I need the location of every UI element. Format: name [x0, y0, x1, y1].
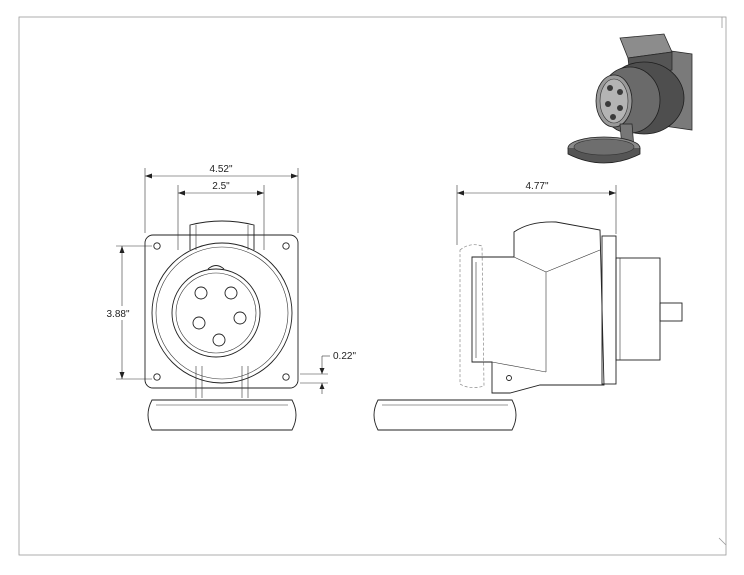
- side-view: [373, 221, 683, 431]
- dim-front-opening-label: 2.5": [212, 181, 230, 192]
- front-lid-strap: [195, 366, 249, 398]
- side-housing: [471, 221, 605, 394]
- pin-3: [192, 316, 206, 330]
- side-hinge-pin: [506, 375, 512, 381]
- side-flange: [601, 235, 617, 385]
- side-rear-stub: [659, 302, 683, 322]
- mount-hole-tr: [282, 242, 290, 250]
- front-mounting-plate: [144, 234, 299, 389]
- corner-marks: [718, 17, 727, 546]
- socket-key-notch: [207, 265, 225, 270]
- dim-front-width-label: 4.52": [209, 164, 232, 175]
- pin-2: [224, 286, 238, 300]
- socket-face: [171, 268, 261, 358]
- pin-1: [194, 286, 208, 300]
- front-hinge-block: [189, 220, 255, 250]
- mount-hole-bl: [153, 373, 161, 381]
- dim-plate-thickness: 0.22": [300, 351, 356, 394]
- mount-hole-tl: [153, 242, 161, 250]
- dim-front-height: 3.88": [102, 245, 152, 380]
- front-view: [144, 220, 299, 431]
- dim-side-depth: 4.77": [456, 181, 617, 245]
- pin-5: [212, 333, 226, 347]
- front-outer-shroud: [151, 242, 293, 384]
- isometric-render: [567, 33, 693, 164]
- mount-hole-br: [282, 373, 290, 381]
- page-frame: [18, 16, 727, 556]
- front-lid: [147, 399, 297, 431]
- dim-front-width: 4.52": [144, 164, 299, 233]
- dim-plate-thickness-label: 0.22": [333, 351, 356, 362]
- side-rear-body: [615, 257, 661, 361]
- dim-side-depth-label: 4.77": [525, 181, 548, 192]
- side-lid-hidden: [459, 244, 485, 388]
- pin-4: [233, 311, 247, 325]
- dim-front-opening: 2.5": [177, 181, 265, 250]
- dim-front-height-label: 3.88": [106, 309, 129, 320]
- side-lid: [373, 399, 517, 431]
